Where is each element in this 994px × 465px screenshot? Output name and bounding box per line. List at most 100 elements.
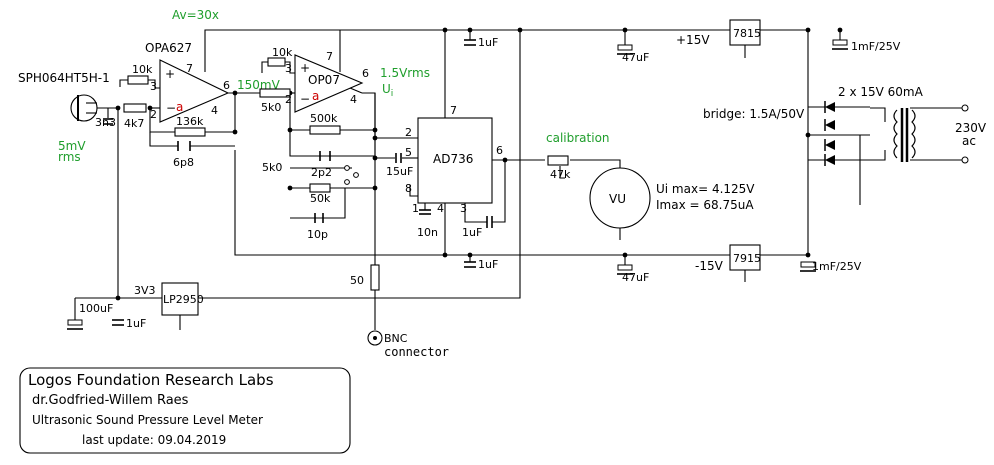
resistor-10k-b <box>267 57 286 67</box>
junction-dots <box>115 27 843 301</box>
org-name: Logos Foundation Research Labs <box>28 371 274 389</box>
op07-label: OP07 <box>308 73 340 87</box>
calibration-label: calibration <box>546 131 610 145</box>
resistor-4k7 <box>123 103 147 113</box>
ad736-pin4: 4 <box>437 202 444 215</box>
ad736-pin8: 8 <box>405 182 412 195</box>
neg-rail-label: -15V <box>695 259 724 273</box>
c6p8-label: 6p8 <box>173 156 194 169</box>
title-block <box>19 367 351 454</box>
author-name: dr.Godfried-Willem Raes <box>32 393 189 408</box>
op07-pin7: 7 <box>326 50 333 63</box>
resistor-10k-a <box>127 75 149 85</box>
vu-label: VU <box>609 192 626 206</box>
r10k-a-label: 10k <box>132 63 153 76</box>
c1uf-d-label: 1uF <box>462 226 482 239</box>
reg-7815-label: 7815 <box>733 27 761 40</box>
r47k-label: 47k <box>550 168 571 181</box>
ad736-pin3: 3 <box>460 202 467 215</box>
regulator-7815 <box>729 19 761 46</box>
bridge-label: bridge: 1.5A/50V <box>703 107 805 121</box>
ad736-pin6: 6 <box>496 144 503 157</box>
mains-terminal-1 <box>961 104 969 112</box>
r500k-label: 500k <box>310 112 338 125</box>
ad736-label: AD736 <box>433 152 473 166</box>
mains-unit-label: ac <box>962 134 976 148</box>
c2p2-label: 2p2 <box>311 166 332 179</box>
r50-label: 50 <box>350 274 364 287</box>
resistor-136k <box>174 127 206 137</box>
svg-text:+: + <box>300 61 310 75</box>
r10k-b-label: 10k <box>272 46 293 59</box>
op07-pin3: 3 <box>285 62 292 75</box>
r4k7-label: 4k7 <box>124 117 144 130</box>
r136k-label: 136k <box>176 115 204 128</box>
svg-text:−: − <box>300 92 310 106</box>
pos-rail-label: +15V <box>676 33 710 47</box>
gain-label: Av=30x <box>172 8 219 22</box>
c1uf-b-label: 1uF <box>478 258 498 271</box>
opa627-pin3: 3 <box>150 80 157 93</box>
resistor-50k <box>309 183 331 193</box>
reg-7915-label: 7915 <box>733 252 761 265</box>
c47uf-b-label: 47uF <box>622 271 649 284</box>
microphone-symbol <box>70 94 98 122</box>
opa627-pin7: 7 <box>186 62 193 75</box>
resistor-500k <box>309 125 341 135</box>
vu-meter-icon <box>589 167 651 229</box>
transformer-icon <box>893 108 916 162</box>
mic-part-label: SPH064HT5H-1 <box>18 71 110 85</box>
ad736-pin7: 7 <box>450 104 457 117</box>
svg-text:+: + <box>165 67 175 81</box>
c47uf-a-label: 47uF <box>622 51 649 64</box>
mic-level-unit: rms <box>58 150 81 164</box>
resistor-5k0-a <box>259 88 291 98</box>
r5k0-a-label: 5k0 <box>261 101 281 114</box>
v3v3-label: 3V3 <box>134 284 156 297</box>
bnc-label-2: connector <box>384 345 449 359</box>
c100uf-label: 100uF <box>79 302 113 315</box>
ui-label: Ui <box>382 82 393 99</box>
update-date: last update: 09.04.2019 <box>82 433 226 447</box>
opa627-minus-marker: a <box>176 100 183 114</box>
mains-label: 230V <box>955 121 987 135</box>
r5k0-b-label: 5k0 <box>262 161 282 174</box>
ic-ad736 <box>417 117 493 204</box>
regulator-7915 <box>729 244 761 271</box>
opamp-opa627 <box>159 59 230 123</box>
ad736-pin2: 2 <box>405 126 412 139</box>
c1uf-a-label: 1uF <box>478 36 498 49</box>
level-1-5vrms: 1.5Vrms <box>380 66 430 80</box>
op07-pin4: 4 <box>350 93 357 106</box>
c1mf-b-label: 1mF/25V <box>812 260 862 273</box>
wires <box>74 29 965 330</box>
regulator-lp2950 <box>161 282 199 316</box>
opa627-pin4: 4 <box>211 104 218 117</box>
mains-terminal-2 <box>961 156 969 164</box>
imax-label: Imax = 68.75uA <box>656 198 754 212</box>
opa627-label: OPA627 <box>145 41 192 55</box>
bnc-label: BNC <box>384 332 408 345</box>
op07-pin2: 2 <box>285 93 292 106</box>
lp2950-label: LP2950 <box>163 293 204 306</box>
op07-minus-marker: a <box>312 89 319 103</box>
svg-text:−: − <box>166 101 176 115</box>
opa627-pin2: 2 <box>150 108 157 121</box>
mic-level-label: 5mV <box>58 139 86 153</box>
ui-max-label: Ui max= 4.125V <box>656 182 755 196</box>
ad736-pin1: 1 <box>412 202 419 215</box>
bridge-rectifier-icon <box>824 101 870 166</box>
c10n-label: 10n <box>417 226 438 239</box>
op07-pin6: 6 <box>362 67 369 80</box>
c10p-label: 10p <box>307 228 328 241</box>
potentiometer-47k <box>547 155 569 166</box>
c15uf-label: 15uF <box>386 165 413 178</box>
opamp-op07 <box>294 54 364 113</box>
transformer-label: 2 x 15V 60mA <box>838 85 924 99</box>
c1mf-a-label: 1mF/25V <box>851 40 901 53</box>
project-name: Ultrasonic Sound Pressure Level Meter <box>32 413 263 427</box>
resistor-50 <box>370 264 380 291</box>
ad736-pin5: 5 <box>405 146 412 159</box>
r50k-label: 50k <box>310 192 331 205</box>
